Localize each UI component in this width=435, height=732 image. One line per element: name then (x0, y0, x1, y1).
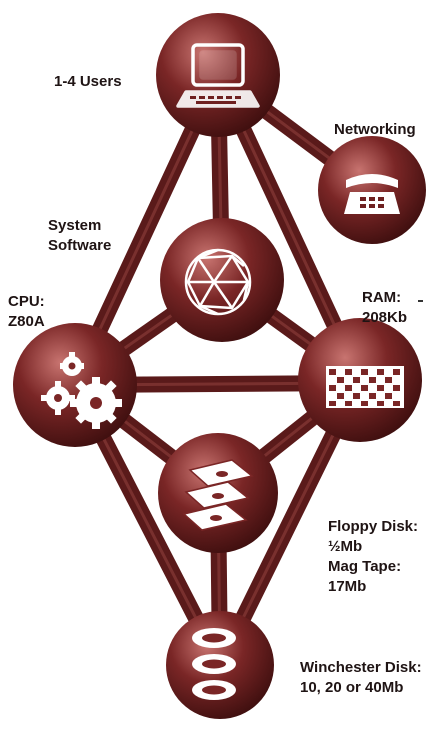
label-floppy-line-4: 17Mb (328, 578, 367, 595)
label-winchester-line-1: Winchester Disk: (300, 659, 422, 676)
label-cpu-line-1: CPU: (8, 293, 45, 310)
node-cpu (13, 323, 137, 447)
geodesic-sphere-icon (184, 248, 252, 316)
label-networking-line: Networking (334, 121, 416, 138)
label-users-line: 1-4 Users (54, 73, 122, 90)
node-ram (298, 318, 422, 442)
label-floppy-line-2: ½Mb (328, 538, 363, 555)
decorative-mark (418, 300, 423, 302)
label-software-line-1: System (48, 217, 102, 234)
node-networking-sphere (318, 136, 426, 244)
node-software-sphere (160, 218, 284, 342)
label-ram: RAM: 208Kb (362, 288, 407, 328)
label-floppy-line-1: Floppy Disk: (328, 518, 419, 535)
label-ram-line-1: RAM: (362, 289, 402, 306)
node-floppy (158, 433, 278, 553)
label-software-line-2: Software (48, 237, 112, 254)
label-ram-line-2: 208Kb (362, 309, 408, 326)
label-floppy-line-3: Mag Tape: (328, 558, 402, 575)
label-software: System Software (48, 216, 111, 256)
node-networking (318, 136, 426, 244)
node-users (156, 13, 280, 137)
label-cpu: CPU: Z80A (8, 292, 45, 332)
node-cpu-sphere (13, 323, 137, 447)
label-floppy: Floppy Disk: ½Mb Mag Tape: 17Mb (328, 517, 418, 597)
label-winchester-line-2: 10, 20 or 40Mb (300, 679, 404, 696)
memory-chip-icon (326, 366, 404, 408)
node-software (160, 218, 284, 342)
hard-disk-platters-icon (192, 628, 236, 700)
label-users: 1-4 Users (54, 72, 122, 92)
telephone-icon (344, 174, 400, 214)
label-cpu-line-2: Z80A (8, 313, 45, 330)
label-networking: Networking (334, 120, 416, 140)
label-winchester: Winchester Disk: 10, 20 or 40Mb (300, 658, 422, 698)
node-winchester (166, 611, 274, 719)
